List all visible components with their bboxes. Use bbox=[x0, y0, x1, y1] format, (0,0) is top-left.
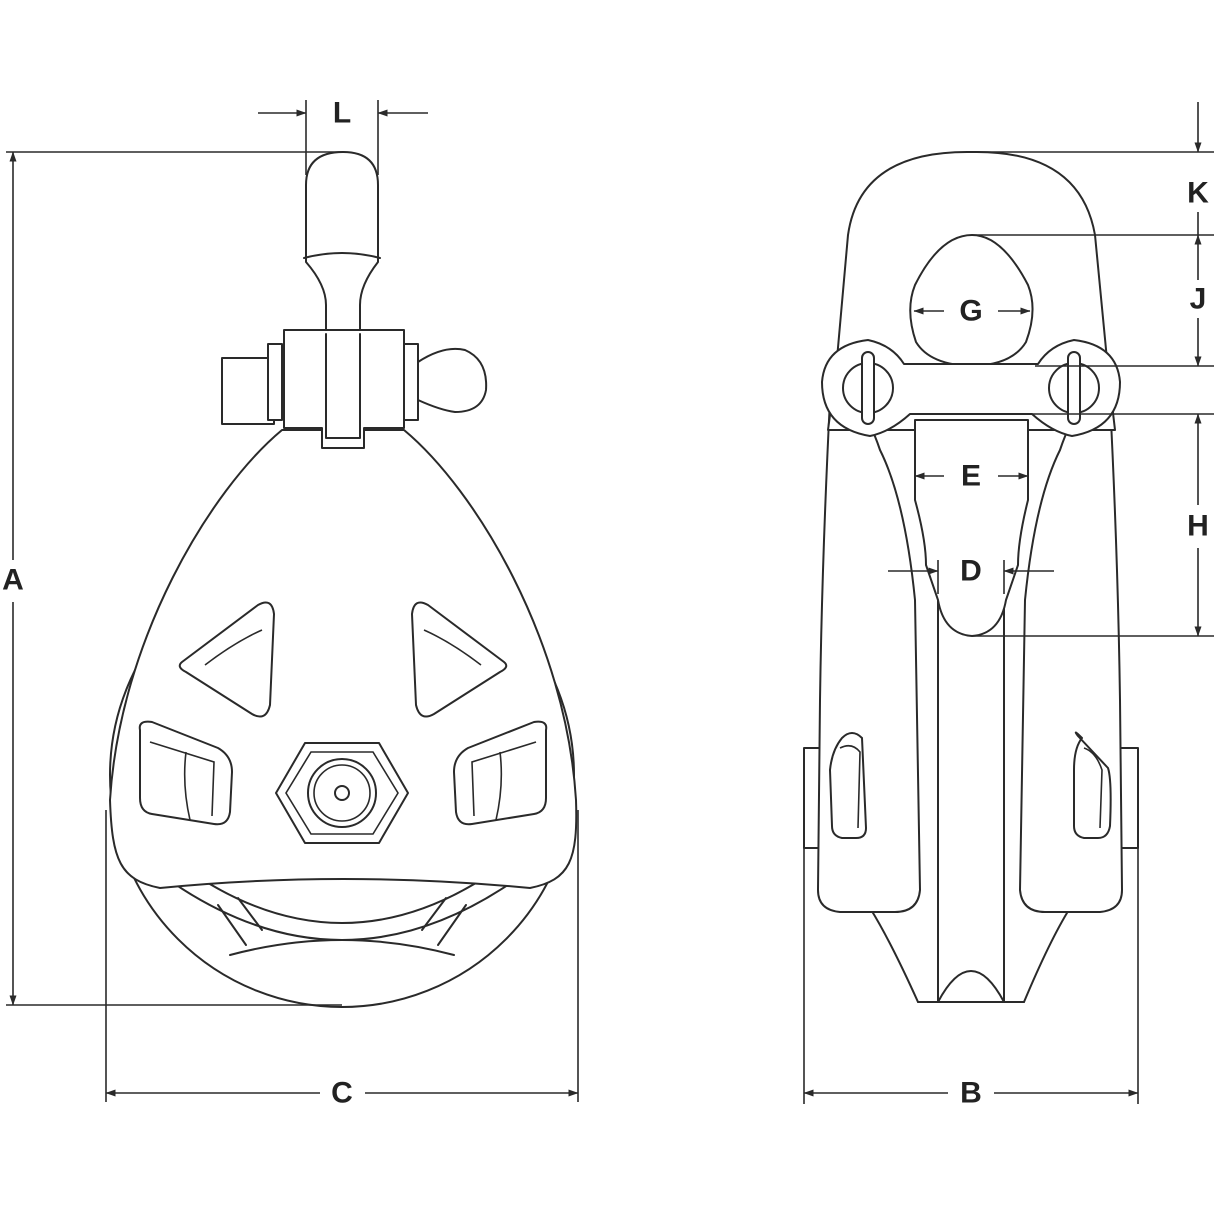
clevis bbox=[283, 329, 405, 449]
label-D: D bbox=[960, 555, 982, 588]
cross-bar bbox=[821, 339, 1121, 437]
label-H: H bbox=[1187, 510, 1209, 543]
label-E: E bbox=[961, 460, 981, 493]
swivel-stem bbox=[914, 419, 1029, 637]
hex-axle-nut bbox=[275, 742, 409, 844]
slot-left bbox=[138, 720, 233, 826]
cheek-slot-left-inner bbox=[839, 744, 861, 829]
label-G: G bbox=[959, 295, 982, 328]
slot-right bbox=[453, 720, 548, 826]
cheek-left bbox=[817, 399, 921, 913]
dimension-labels: A C L B K J H G E D bbox=[2, 97, 1209, 1110]
cross-pin bbox=[221, 343, 488, 425]
side-plate bbox=[109, 429, 578, 889]
swivel-shackle bbox=[303, 151, 381, 341]
upper-window-right bbox=[411, 601, 508, 718]
label-J: J bbox=[1190, 283, 1207, 316]
side-sheave bbox=[869, 591, 1071, 1003]
upper-window-left-inner bbox=[204, 629, 263, 666]
dimension-lines bbox=[6, 100, 1214, 1104]
bolt-right bbox=[1048, 351, 1100, 425]
shackle-eye bbox=[909, 234, 1034, 367]
front-view bbox=[109, 151, 578, 1008]
label-C: C bbox=[331, 1077, 353, 1110]
cheek-slot-left bbox=[829, 732, 867, 839]
label-B: B bbox=[960, 1077, 982, 1110]
label-A: A bbox=[2, 564, 24, 597]
upper-window-left bbox=[178, 601, 275, 718]
cheek-right bbox=[1019, 399, 1123, 913]
bolt-left bbox=[842, 351, 894, 425]
cheek-slot-right bbox=[1073, 731, 1112, 839]
label-L: L bbox=[333, 97, 351, 130]
side-view bbox=[803, 150, 1139, 1003]
label-K: K bbox=[1187, 177, 1209, 210]
cheek-slot-right-inner bbox=[1083, 747, 1103, 829]
upper-window-right-inner bbox=[423, 629, 482, 666]
